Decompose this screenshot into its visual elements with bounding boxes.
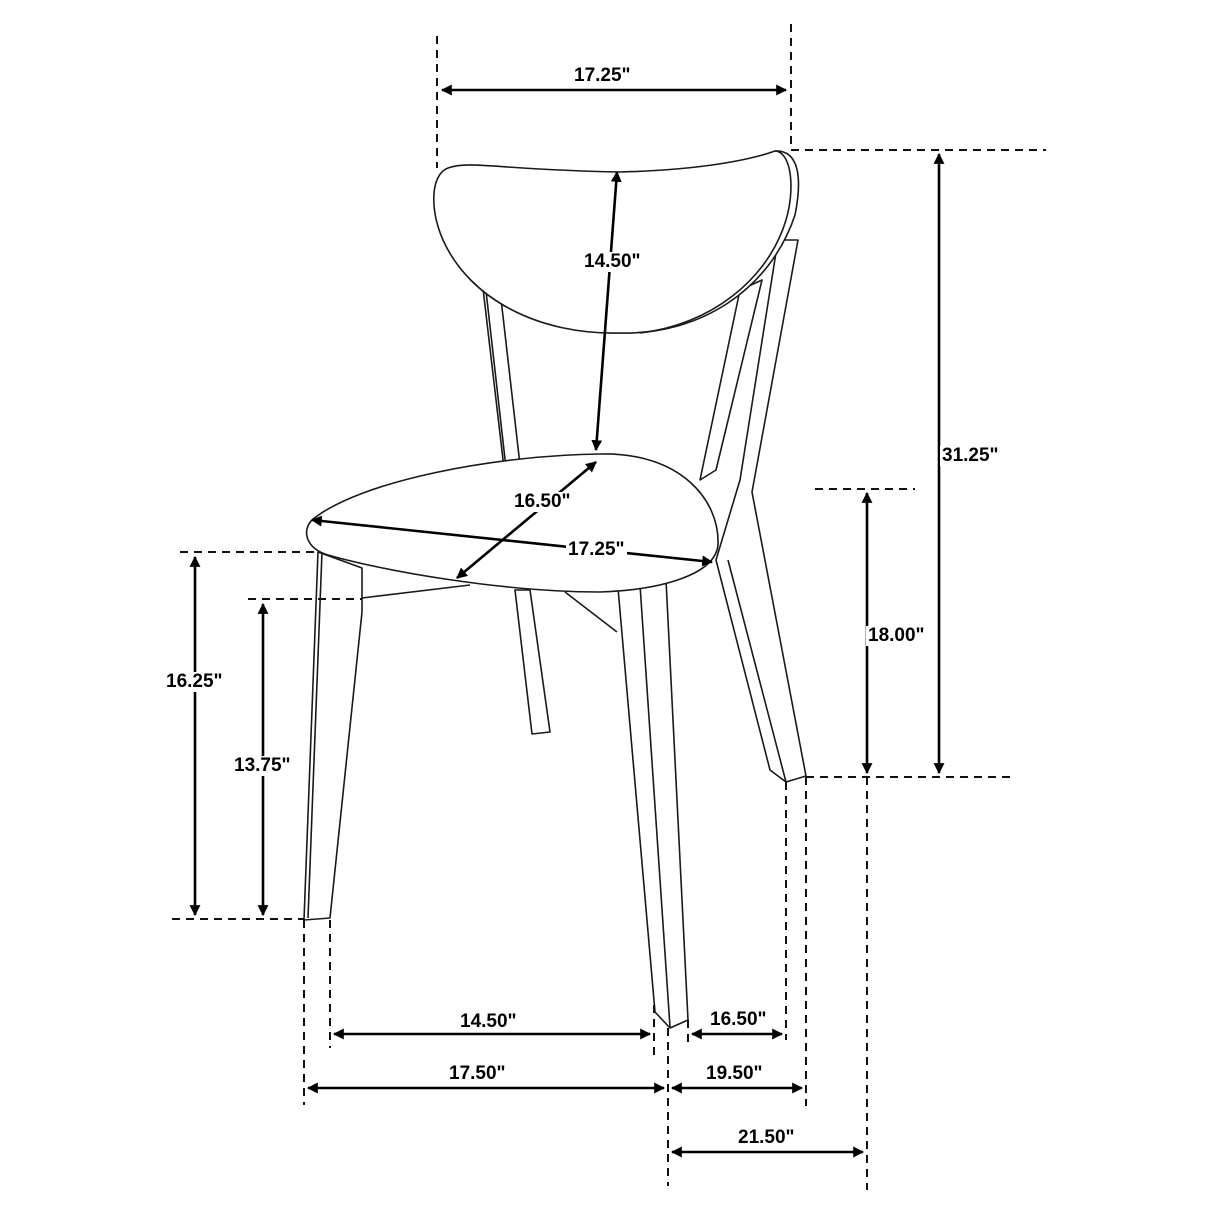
rear-right-leg — [715, 239, 807, 783]
label-backrest-to-seat-height: 14.50" — [582, 251, 643, 272]
front-right-leg — [617, 579, 689, 1029]
label-side-leg-inner-span: 16.50" — [708, 1009, 769, 1030]
label-front-leg-inner-span: 14.50" — [458, 1011, 519, 1032]
label-seat-height: 18.00" — [866, 625, 927, 646]
label-overall-height: 31.25" — [940, 445, 1001, 466]
label-seat-depth: 16.50" — [512, 491, 573, 512]
rear-left-leg — [514, 589, 551, 735]
label-back-top-width: 17.25" — [572, 65, 633, 86]
front-left-leg — [303, 551, 363, 921]
label-front-seat-edge-height: 16.25" — [164, 671, 225, 692]
label-apron-height: 13.75" — [232, 755, 293, 776]
label-overall-depth: 21.50" — [736, 1127, 797, 1148]
back-post-right — [699, 279, 763, 481]
chair-outline — [303, 150, 807, 1029]
label-side-leg-outer-span: 19.50" — [704, 1063, 765, 1084]
dimension-arrows — [189, 84, 945, 1158]
label-front-leg-outer-span: 17.50" — [447, 1063, 508, 1084]
extension-lines — [172, 24, 1046, 1190]
label-seat-width: 17.25" — [566, 539, 627, 560]
seat — [305, 453, 719, 593]
